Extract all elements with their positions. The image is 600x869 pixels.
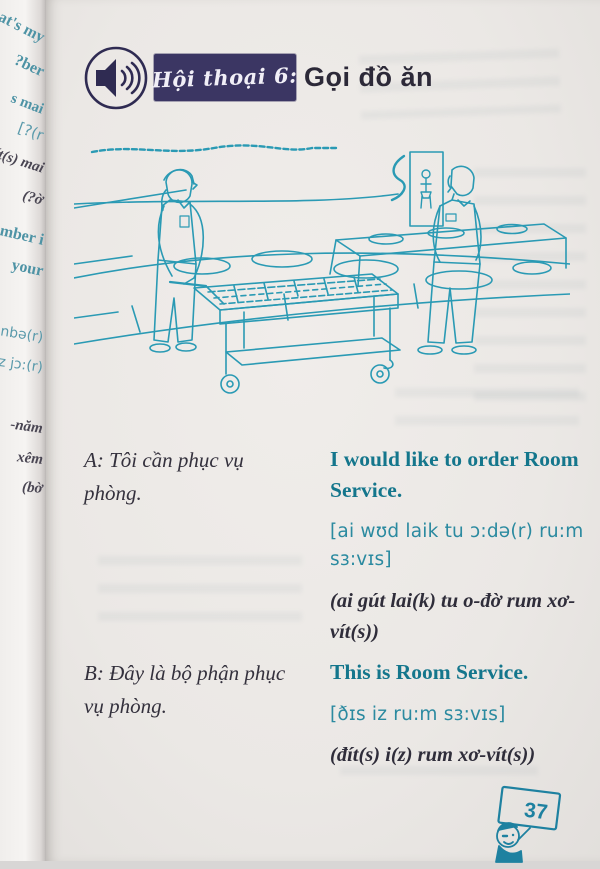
prev-page-text-fragment: năm- (9, 416, 45, 437)
page-title: Gọi đồ ăn (304, 62, 433, 92)
dialogue-a-english-block: I would like to order Room Service. [ai … (330, 444, 592, 647)
prev-page-text-fragment: umber i (0, 220, 46, 249)
previous-page-edge: at's my ber? s mai r)?] ít(s) mai ờ?) um… (0, 0, 48, 861)
prev-page-text-fragment: bờ) (21, 479, 44, 497)
prev-page-text-fragment: ờ?) (21, 187, 46, 209)
prev-page-text-fragment: nbə(r) (0, 323, 45, 346)
prev-page-text-fragment: ít(s) mai (0, 145, 46, 177)
prev-page-text-fragment: at's my (0, 8, 48, 47)
dialogue-badge: Hội thoại 6: (151, 54, 299, 101)
book-page: Hội thoại 6: Gọi đồ ăn (46, 0, 600, 863)
prev-page-text-fragment: your (10, 256, 45, 280)
dialogue-a-vietnamese: A: Tôi cần phục vụ phòng. (84, 448, 244, 505)
room-service-illustration (73, 136, 571, 425)
prev-page-text-fragment: s mai (8, 90, 47, 118)
print-bleed-smudge (474, 168, 586, 412)
dialogue-b-viet-phonetic: (đít(s) i(z) rum xơ-vít(s)) (330, 744, 536, 767)
page-number-mascot: 37 (484, 784, 570, 869)
prev-page-text-fragment: z jɔ:(r) (0, 353, 45, 376)
dialogue-b-vietnamese: B: Đây là bộ phận phục vụ phòng. (84, 661, 286, 718)
dialogue-b-english-block: This is Room Service. [ðɪs iz ru:m sɜ:vɪ… (330, 657, 592, 771)
prev-page-text-fragment: r)?] (15, 118, 47, 145)
dialogue-a-ipa: [ai wʊd laik tu ɔ:də(r) ru:m sɜ:vɪs] (330, 521, 584, 571)
prev-page-text-fragment: ber? (11, 51, 47, 81)
print-bleed-smudge (395, 388, 579, 440)
dialogue-a-english: I would like to order Room Service. (330, 447, 579, 503)
prev-page-text-fragment: xêm (16, 449, 44, 468)
page-number: 37 (523, 799, 549, 825)
print-bleed-smudge (98, 556, 302, 640)
dialogue-b-ipa: [ðɪs iz ru:m sɜ:vɪs] (330, 703, 506, 725)
dialogue-a-viet-phonetic: (ai gút lai(k) tu o-đờ rum xơ-vít(s)) (330, 589, 576, 643)
speaker-icon (82, 44, 150, 112)
dialogue-table: A: Tôi cần phục vụ phòng. I would like t… (84, 444, 592, 771)
dialogue-badge-label: Hội thoại 6: (151, 62, 299, 93)
dialogue-b-english: This is Room Service. (330, 660, 529, 685)
